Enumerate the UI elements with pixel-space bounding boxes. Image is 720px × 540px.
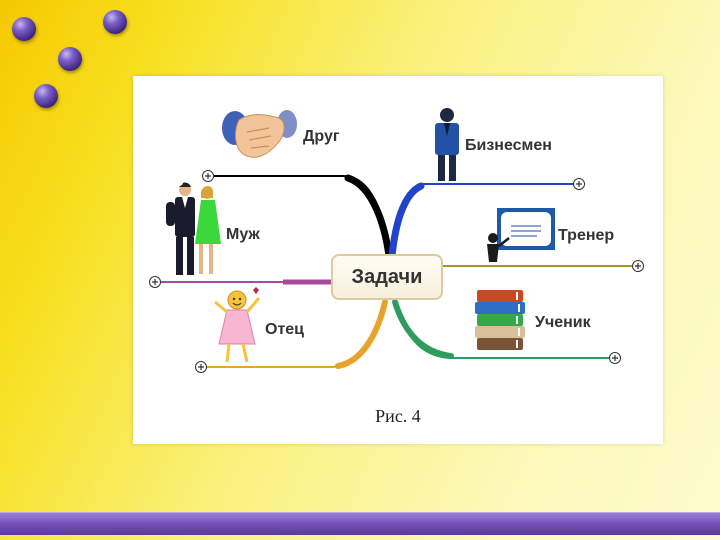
books-icon <box>475 290 525 350</box>
decor-sphere <box>58 47 82 71</box>
figure-caption: Рис. 4 <box>375 406 421 426</box>
node-label-otec[interactable]: Отец <box>265 321 305 338</box>
expand-button-trener[interactable] <box>632 260 644 272</box>
businessman-icon <box>435 108 459 181</box>
node-label-trener[interactable]: Тренер <box>558 227 615 244</box>
dancing-girl-icon <box>214 287 261 363</box>
branch-thick-drug <box>344 174 393 260</box>
node-label-uchenik[interactable]: Ученик <box>535 314 591 331</box>
node-label-muzh[interactable]: Муж <box>226 226 260 243</box>
branch-thick-uchenik <box>392 299 454 359</box>
expand-button-muzh[interactable] <box>149 276 161 288</box>
mind-map-svg <box>149 108 644 373</box>
decor-sphere <box>12 17 36 41</box>
footer-bar <box>0 512 720 535</box>
expand-button-otec[interactable] <box>195 361 207 373</box>
mind-map-figure: Задачи Друг Муж Отец Бизнесмен Тренер Уч… <box>133 76 663 444</box>
node-label-drug[interactable]: Друг <box>303 128 340 145</box>
expand-button-uchenik[interactable] <box>609 352 621 364</box>
trainer-board-icon <box>487 208 555 262</box>
handshake-icon <box>222 110 297 158</box>
center-node-label: Задачи <box>351 265 423 288</box>
expand-button-drug[interactable] <box>202 170 214 182</box>
decor-sphere <box>34 84 58 108</box>
branch-thick-otec <box>335 299 388 369</box>
branch-thick-biznesmen <box>388 182 425 260</box>
expand-button-biznesmen[interactable] <box>573 178 585 190</box>
node-label-biznesmen[interactable]: Бизнесмен <box>465 137 552 154</box>
decor-sphere <box>103 10 127 34</box>
center-node[interactable]: Задачи <box>331 254 443 300</box>
couple-icon <box>166 182 221 275</box>
